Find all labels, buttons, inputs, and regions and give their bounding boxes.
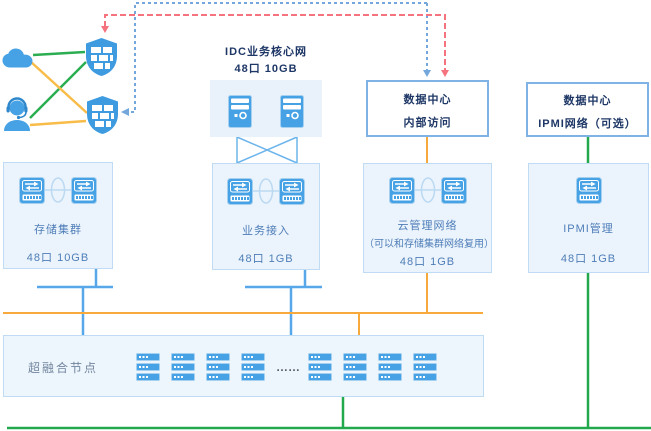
rack-server-column — [241, 353, 265, 381]
network-switch-icon — [279, 177, 305, 205]
rack-server-column — [206, 353, 230, 381]
stack-link-ellipse-icon — [253, 178, 279, 204]
network-switch-icon — [440, 176, 467, 204]
stack-link-ellipse-icon — [414, 177, 441, 203]
idc-to-access-mesh — [236, 136, 298, 164]
datacenter-internal-line1: 数据中心 — [403, 94, 452, 106]
cloud-mgmt-ports: 48口 1GB — [399, 256, 456, 268]
arrowhead-down-red-right — [441, 70, 449, 77]
blue-bus-links — [37, 268, 322, 335]
rack-server-icon — [413, 373, 437, 381]
cloud-mgmt-note: （可以和存储集群网络复用） — [364, 239, 494, 250]
business-access-label: 业务接入 — [242, 225, 290, 237]
hyperconverged-label: 超融合节点 — [28, 361, 99, 375]
more-nodes-ellipsis: …… — [276, 360, 300, 374]
rack-server-column — [308, 353, 332, 381]
rack-server-icon — [206, 363, 230, 371]
ipmi-mgmt-ports: 48口 1GB — [560, 253, 617, 265]
rack-server-icon — [171, 373, 195, 381]
rack-server-icon — [136, 353, 160, 361]
rack-server-column — [136, 353, 160, 381]
rack-server-icon — [378, 363, 402, 371]
firewall-icon-top — [85, 37, 118, 82]
rack-server-icon — [136, 373, 160, 381]
arrowhead-down-blue — [423, 70, 431, 77]
rack-server-icon — [413, 353, 437, 361]
ipmi-mgmt-box: IPMI管理 48口 1GB — [528, 163, 649, 273]
rack-server-icon — [343, 363, 367, 371]
network-switch-icon — [227, 177, 253, 205]
rack-server-icon — [378, 373, 402, 381]
cloud-mgmt-label: 云管理网络 — [397, 220, 458, 232]
rack-server-icon — [378, 353, 402, 361]
tower-server-icon — [228, 95, 252, 128]
arrowhead-down-red-left — [101, 26, 109, 33]
switch-single — [529, 177, 648, 204]
tower-server-icon — [280, 95, 304, 128]
idc-core-title: IDC业务核心网 — [225, 46, 307, 58]
datacenter-internal-box: 数据中心 内部访问 — [366, 80, 489, 137]
green-link-cloud-fw1 — [32, 50, 86, 57]
orange-link-operator-fw2 — [29, 119, 87, 127]
switch-pair — [364, 176, 491, 204]
network-switch-icon — [71, 176, 97, 204]
rack-server-icon — [241, 353, 265, 361]
rack-server-icon — [171, 363, 195, 371]
rack-server-icon — [206, 353, 230, 361]
datacenter-ipmi-box: 数据中心 IPMI网络（可选） — [526, 82, 649, 137]
cloud-icon — [2, 48, 34, 73]
rack-server-icon — [308, 363, 332, 371]
ipmi-mgmt-label: IPMI管理 — [563, 223, 614, 235]
business-access-ports: 48口 1GB — [238, 253, 294, 265]
rack-server-grid: …… — [136, 353, 437, 381]
rack-server-icon — [343, 353, 367, 361]
rack-server-icon — [206, 373, 230, 381]
datacenter-internal-line2: 内部访问 — [403, 117, 452, 129]
cloud-mgmt-network-box: 云管理网络 （可以和存储集群网络复用） 48口 1GB — [363, 163, 494, 273]
rack-server-icon — [136, 363, 160, 371]
storage-cluster-ports: 48口 10GB — [26, 252, 90, 264]
rack-server-icon — [171, 353, 195, 361]
rack-server-icon — [241, 363, 265, 371]
rack-server-column — [413, 353, 437, 381]
rack-server-icon — [308, 373, 332, 381]
rack-server-icon — [308, 353, 332, 361]
stack-link-ellipse-icon — [45, 177, 71, 203]
network-switch-icon — [388, 176, 415, 204]
rack-server-column — [343, 353, 367, 381]
datacenter-ipmi-line2: IPMI网络（可选） — [538, 118, 637, 130]
network-switch-icon — [19, 176, 45, 204]
rack-server-icon — [413, 363, 437, 371]
storage-cluster-label: 存储集群 — [34, 224, 82, 236]
rack-server-icon — [241, 373, 265, 381]
idc-core-ports: 48口 10GB — [234, 63, 298, 75]
switch-pair — [4, 176, 112, 204]
dashed-red-wire — [104, 14, 446, 70]
network-switch-icon — [575, 177, 602, 204]
rack-server-column — [378, 353, 402, 381]
datacenter-ipmi-line1: 数据中心 — [563, 95, 612, 107]
rack-server-icon — [343, 373, 367, 381]
orange-link-cloud-fw2 — [30, 61, 88, 114]
green-link-operator-fw1 — [29, 61, 87, 119]
arrowhead-left-blue — [121, 108, 129, 116]
switch-pair — [213, 177, 319, 205]
firewall-icon-bottom — [86, 95, 119, 140]
dotted-blue-wire — [129, 2, 427, 113]
storage-cluster-box: 存储集群 48口 10GB — [3, 162, 113, 269]
business-access-box: 业务接入 48口 1GB — [212, 163, 320, 270]
rack-server-column — [171, 353, 195, 381]
hyperconverged-nodes-box: 超融合节点 …… — [3, 335, 484, 397]
idc-core-box — [210, 80, 322, 137]
operator-icon — [3, 96, 31, 136]
